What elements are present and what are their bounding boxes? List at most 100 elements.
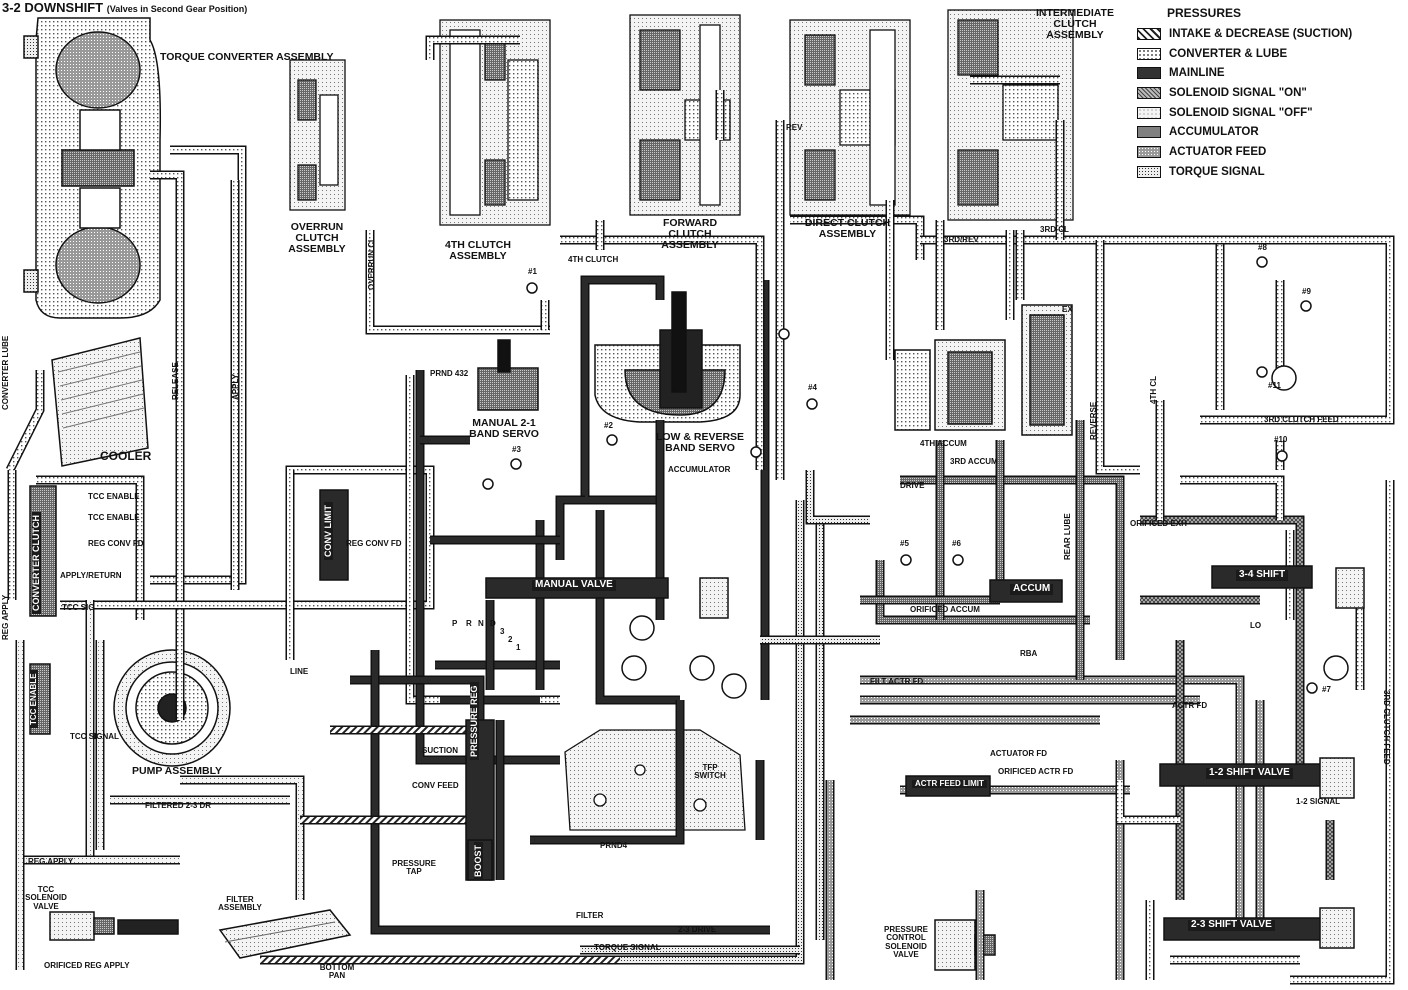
passage-fill [150,147,245,583]
orificed-accum-label: ORIFICED ACCUM [910,605,980,614]
valve-bore [699,577,729,619]
third-accum-label: 3RD ACCUM [950,457,998,466]
fourth-cl-label: 4TH CL [1149,376,1158,404]
checkball [778,328,790,340]
tfp-switch-drawing [564,729,746,831]
cooler-label: COOLER [100,449,152,463]
low-reverse-servo-label: LOW & REVERSE BAND SERVO [655,431,745,455]
passage-outline [555,495,585,560]
pressure-legend: PRESSURES INTAKE & DECREASE (SUCTION) CO… [1137,6,1402,182]
suction-label: SUCTION [422,746,458,755]
reverse-label: REVERSE [1089,401,1098,440]
reg-conv-fd-label-2: REG CONV FD [346,539,402,548]
release-label: RELEASE [171,362,180,400]
rev-label: REV [786,123,803,132]
legend-swatch [1137,27,1161,40]
accumulator-label: ACCUMULATOR [668,465,731,474]
passage-fill [1180,477,1283,520]
reg-apply-label-2: REG APPLY [1,594,10,640]
passage-fill [807,470,870,523]
manual-position-label: 3 [500,627,505,636]
checkball-label: #6 [952,539,961,548]
apply-label: APPLY [231,374,240,400]
legend-swatch [1137,67,1161,80]
checkball-label: #9 [1302,287,1311,296]
checkball [900,554,912,566]
checkball-label: #5 [900,539,909,548]
orificed-reg-apply-label: ORIFICED REG APPLY [44,961,130,970]
third-clutch-feed-label-2: 3RD CLUTCH FEED [1382,690,1391,765]
passage-outline [150,145,247,585]
legend-item: CONVERTER & LUBE [1137,44,1402,64]
actuator-fd-label: ACTUATOR FD [990,749,1048,758]
pcs-drawing [934,919,996,971]
accumulator-drawing [894,304,1073,436]
torque-converter-label: TORQUE CONVERTER ASSEMBLY [160,51,334,63]
reg-apply-label: REG APPLY [28,857,74,866]
checkball [1276,450,1288,462]
legend-title: PRESSURES [1167,6,1242,20]
rear-lube-label: REAR LUBE [1063,513,1072,560]
actr-fd-label: ACTR FD [1172,701,1208,710]
direct-clutch-drawing [789,19,911,216]
line-label: LINE [290,667,309,676]
checkball [1256,256,1268,268]
passage-fill [1200,237,1393,423]
passage-fill [427,37,520,60]
passage-fill [860,677,1243,940]
pressure-switch [629,615,655,641]
low-reverse-servo-drawing [594,291,741,423]
pump-drawing [113,649,231,767]
legend-swatch [1137,165,1161,178]
manual-position-label: R [466,619,472,628]
prnd-432-label: PRND 432 [430,369,469,378]
filter-pan-drawing [218,909,352,959]
valve-bore [1319,907,1355,949]
tcc-solenoid-drawing [49,911,179,941]
cooler-drawing [51,337,149,467]
title-text: 3-2 DOWNSHIFT [2,0,104,15]
tcc-enable-label-2: TCC ENABLE [88,513,140,522]
checkballs-layer [482,256,1318,694]
shift-23-label: 2-3 SHIFT VALVE [1188,919,1275,931]
passage-fill [36,477,143,620]
passage-outline [805,470,870,525]
checkball [750,446,762,458]
legend-swatch [1137,106,1161,119]
legend-item: INTAKE & DECREASE (SUCTION) [1137,24,1402,44]
checkball-label: #4 [808,383,817,392]
ex-label: EX [1062,305,1073,314]
legend-item: ACCUMULATOR [1137,122,1402,142]
valve-bore [1335,567,1365,609]
legend-item: TORQUE SIGNAL [1137,162,1402,182]
passage-fill [1097,240,1140,473]
subtitle-text: (Valves in Second Gear Position) [106,4,248,14]
tcc-enable-valve-label: TCC ENABLE [29,670,39,728]
drive-23-label: 2-3 DRIVE [678,925,717,934]
legend-swatch [1137,86,1161,99]
passage-fill [180,777,303,900]
intermediate-clutch-label: INTERMEDIATE CLUTCH ASSEMBLY [1036,7,1114,42]
legend-item: ACTUATOR FEED [1137,142,1402,162]
filt-actr-fd-label: FILT ACTR FD [870,677,924,686]
tcc-solenoid-label: TCC SOLENOID VALVE [25,885,67,911]
passage-outline [1180,475,1285,520]
passage-fill [560,500,803,963]
checkball-label: #3 [512,445,521,454]
pressure-switch [721,673,747,699]
passage-fill [417,370,560,763]
third-cl-label: 3RD CL [1040,225,1069,234]
passage-fill [7,370,43,472]
checkball-label: #7 [1322,685,1331,694]
fourth-clutch-label: 4TH CLUTCH ASSEMBLY [445,239,511,263]
rba-label: RBA [1020,649,1038,658]
checkball [952,554,964,566]
checkball [1300,300,1312,312]
pressure-switch [1271,365,1297,391]
overrun-cl-label: OVERRUN CL [367,237,376,290]
fourth-clutch-drawing [439,19,551,226]
forward-clutch-label: FORWARD CLUTCH ASSEMBLY [661,217,719,252]
checkball [806,398,818,410]
legend-swatch [1137,145,1161,158]
